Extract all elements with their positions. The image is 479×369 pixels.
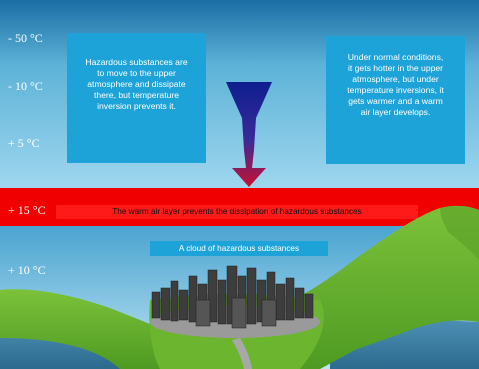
info-line: temperature inversions, it bbox=[347, 85, 444, 95]
building bbox=[195, 299, 211, 327]
warm-layer-label: The warm air layer prevents the dissipat… bbox=[112, 207, 362, 216]
temperature-label-plus-15: + 15 °C bbox=[8, 203, 46, 217]
temperature-label-plus-5: + 5 °C bbox=[8, 136, 40, 150]
info-box-right: Under normal conditions, it gets hotter … bbox=[326, 36, 465, 164]
building bbox=[188, 275, 198, 323]
building bbox=[217, 279, 227, 325]
building bbox=[261, 299, 277, 327]
water-right bbox=[330, 320, 479, 369]
info-line: it gets hotter in the upper bbox=[347, 63, 444, 73]
funnel-arrow bbox=[226, 82, 272, 187]
building bbox=[294, 287, 305, 319]
info-line: atmosphere, but under bbox=[352, 74, 439, 84]
temperature-label-minus-10: - 10 °C bbox=[8, 79, 43, 93]
warm-air-band bbox=[56, 205, 418, 219]
building bbox=[207, 269, 218, 323]
info-line: to move to the upper bbox=[97, 68, 176, 78]
temperature-label-plus-10: + 10 °C bbox=[8, 263, 46, 277]
building bbox=[178, 289, 189, 321]
building bbox=[160, 287, 171, 321]
info-line: there, but temperature bbox=[93, 90, 180, 100]
info-box-left: Hazardous substances are to move to the … bbox=[67, 33, 206, 163]
info-line: atmosphere and dissipate bbox=[87, 79, 186, 89]
hill-left bbox=[0, 289, 180, 369]
building bbox=[231, 297, 247, 329]
building bbox=[304, 293, 314, 319]
info-line: Under normal conditions, bbox=[347, 52, 444, 62]
info-line: inversion prevents it. bbox=[97, 101, 176, 111]
info-line: Hazardous substances are bbox=[85, 57, 188, 67]
cloud-label: A cloud of hazardous substances bbox=[150, 241, 328, 256]
building bbox=[246, 267, 257, 325]
road bbox=[232, 338, 252, 369]
temperature-label-minus-50: - 50 °C bbox=[8, 31, 43, 45]
building bbox=[151, 291, 161, 319]
info-line: gets warmer and a warm bbox=[348, 96, 443, 106]
mountain-shadow bbox=[440, 205, 479, 260]
city-skyline bbox=[151, 265, 314, 329]
info-line: air layer develops. bbox=[360, 107, 431, 117]
building bbox=[285, 277, 295, 321]
building bbox=[275, 283, 286, 321]
building bbox=[170, 280, 179, 322]
